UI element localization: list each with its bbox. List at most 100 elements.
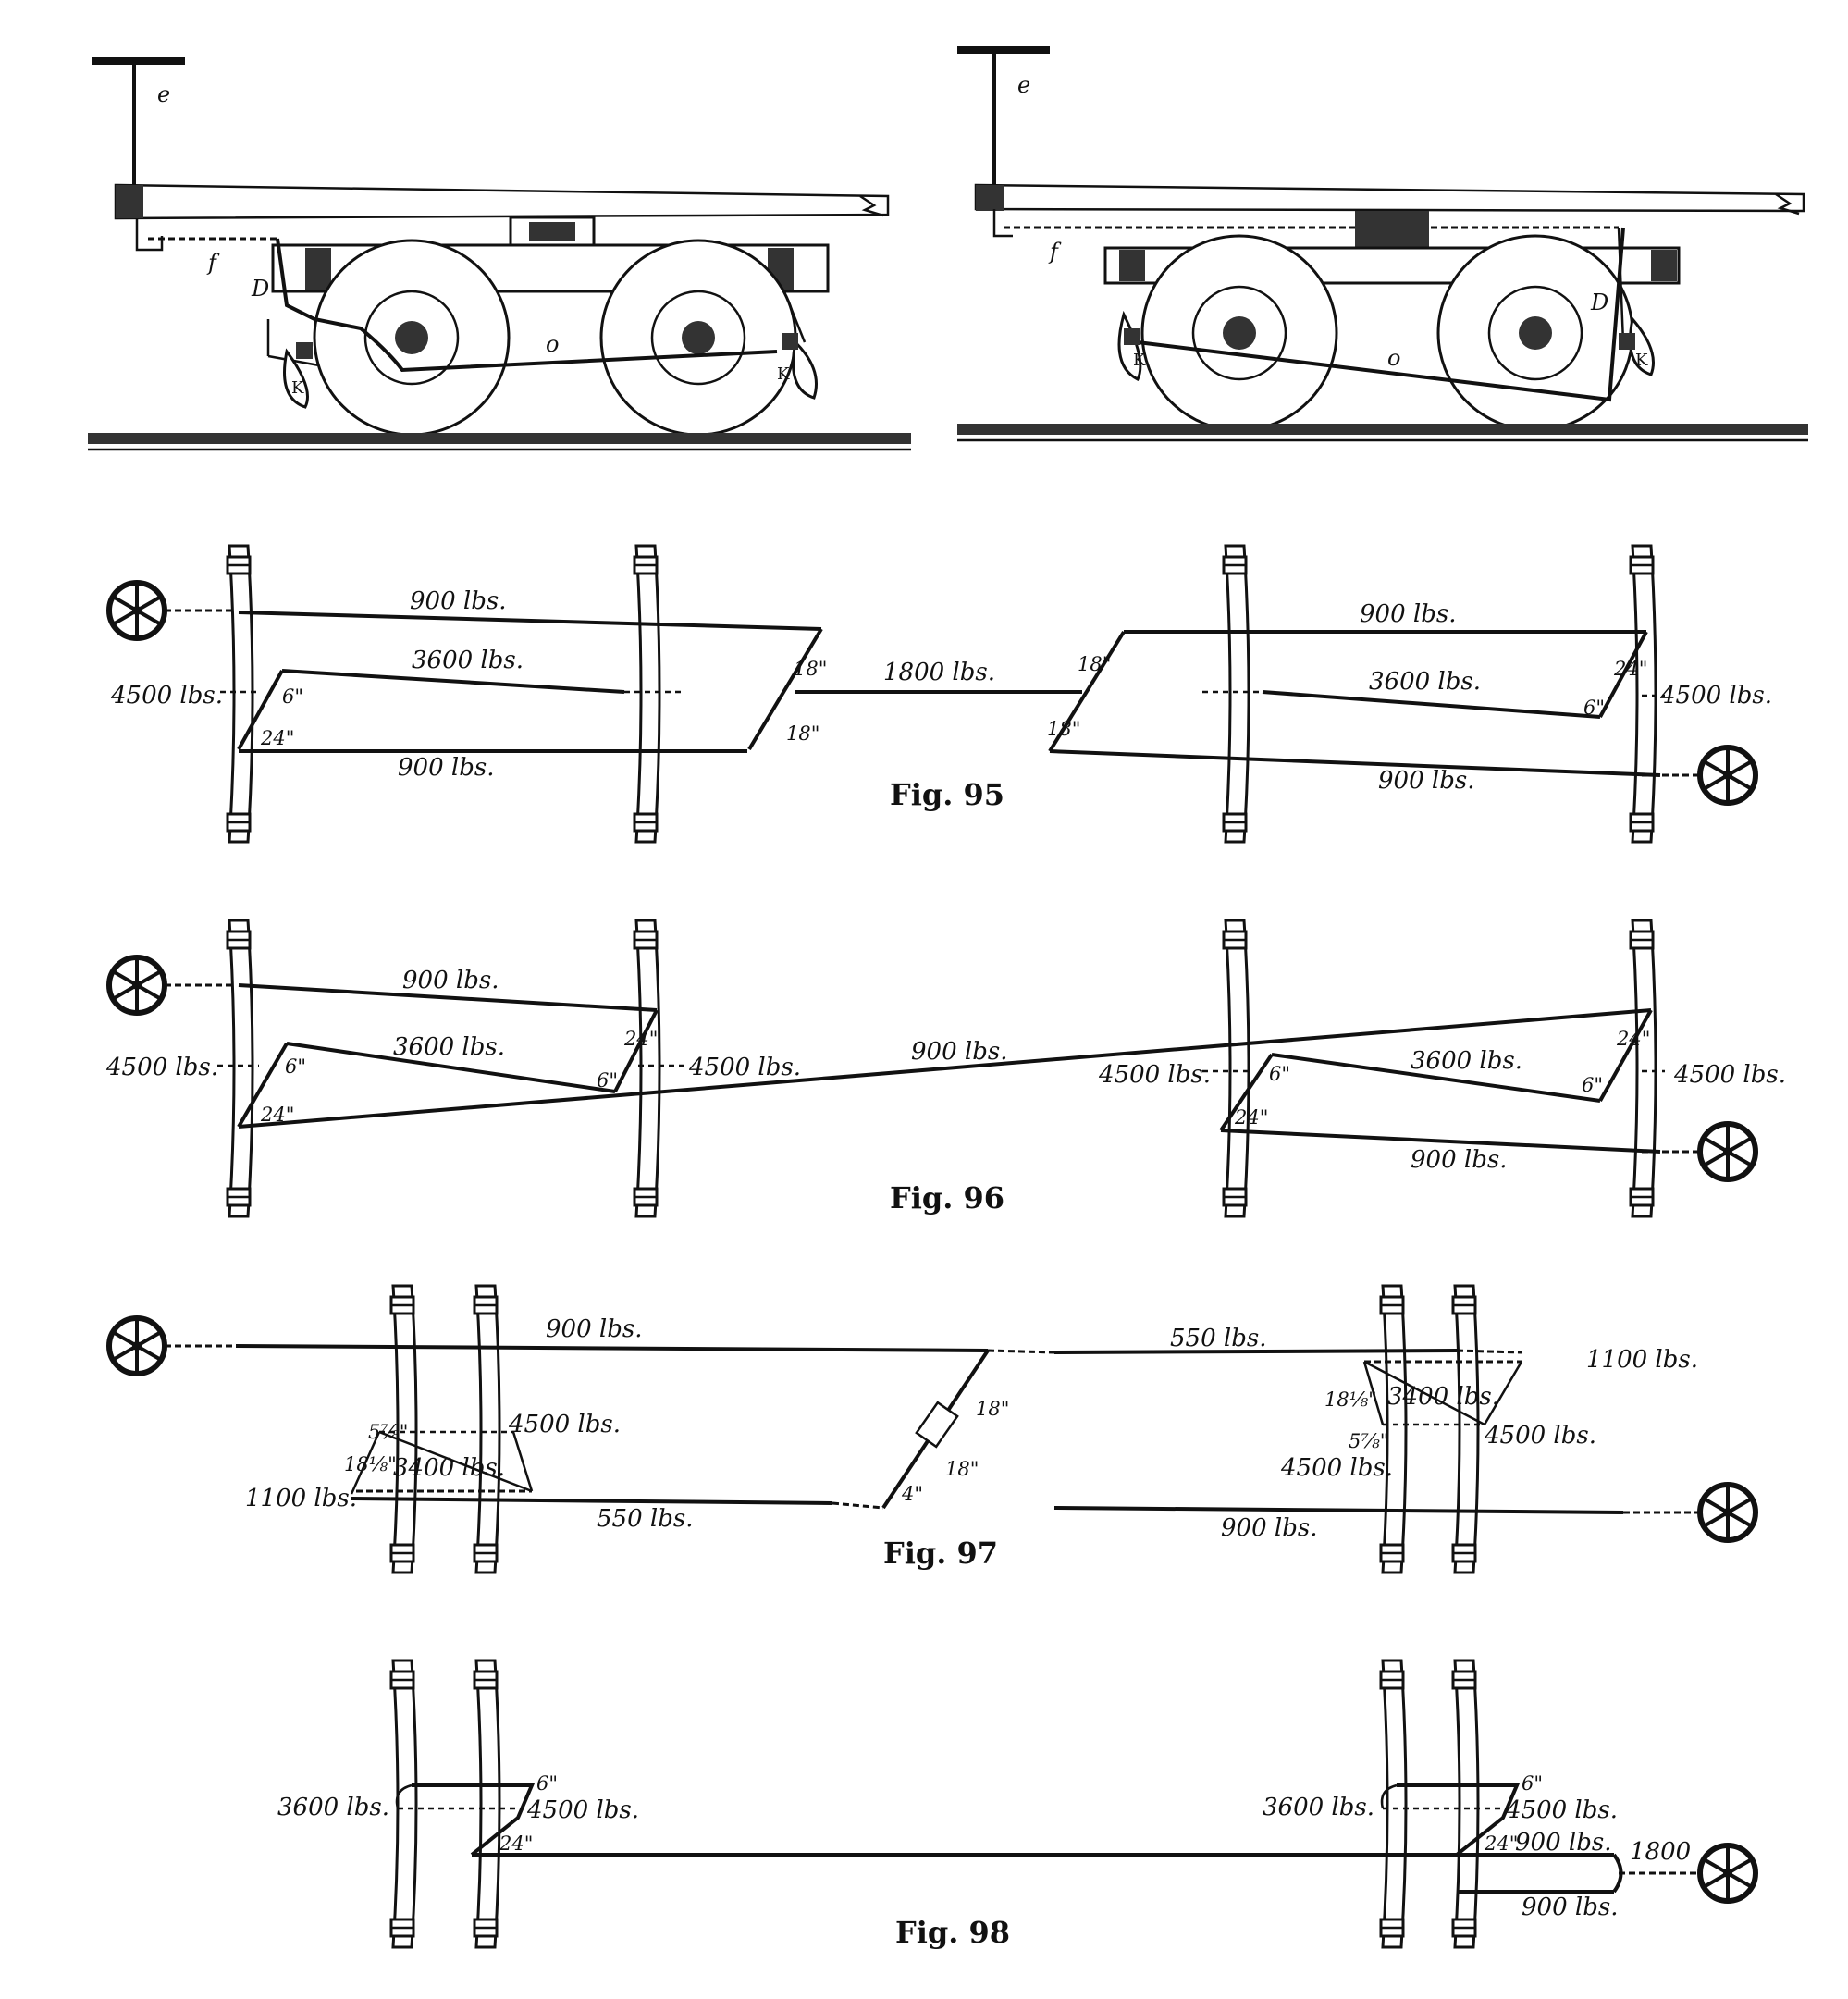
brake-wheel-icon xyxy=(1700,1485,1756,1540)
brake-handwheel xyxy=(957,46,1050,54)
label-1100-lbs: 1100 lbs. xyxy=(1586,1346,1698,1374)
label-900-lbs: 900 lbs. xyxy=(546,1315,642,1343)
dim-6: 6" xyxy=(1269,1063,1290,1085)
dim-6: 6" xyxy=(282,685,303,708)
letter-k-2: K xyxy=(1635,351,1648,370)
label-900-lbs: 900 lbs. xyxy=(398,754,494,782)
letter-o: o xyxy=(1387,345,1400,371)
dim-5-7-8: 5⅞" xyxy=(368,1421,408,1443)
letter-e: e xyxy=(1017,72,1030,98)
label-550-lbs: 550 lbs. xyxy=(597,1505,693,1533)
truck-wheel-2 xyxy=(599,239,797,437)
axle-3 xyxy=(1379,1659,1408,1949)
label-4500-lbs: 4500 lbs. xyxy=(1659,682,1772,710)
label-900-lbs: 900 lbs. xyxy=(1411,1146,1507,1174)
figure-caption: Fig. 98 xyxy=(895,1915,1010,1950)
label-550-lbs: 550 lbs. xyxy=(1170,1325,1266,1352)
dim-24: 24" xyxy=(1234,1106,1268,1129)
brake-wheel-icon xyxy=(109,957,165,1013)
axle-2 xyxy=(633,544,661,844)
dim-6: 6" xyxy=(536,1772,558,1795)
label-3600-lbs: 3600 lbs. xyxy=(393,1033,505,1061)
label-1800: 1800 xyxy=(1630,1838,1691,1866)
label-4500-lbs: 4500 lbs. xyxy=(1505,1796,1618,1824)
label-900-lbs: 900 lbs. xyxy=(1522,1894,1618,1921)
brake-wheel-icon xyxy=(1700,1124,1756,1179)
label-3400-lbs: 3400 lbs. xyxy=(393,1454,505,1482)
axle-1 xyxy=(226,544,254,844)
letter-o: o xyxy=(546,331,559,357)
dim-4: 4" xyxy=(901,1483,923,1505)
letter-k-1: K xyxy=(1133,351,1146,370)
dim-24: 24" xyxy=(1484,1832,1518,1855)
letter-f: f xyxy=(1048,239,1062,265)
label-900-lbs: 900 lbs. xyxy=(1515,1829,1611,1857)
dim-18: 18" xyxy=(945,1458,979,1480)
truck-side-view-right: e f D o K K xyxy=(957,46,1808,442)
axle-2 xyxy=(473,1659,501,1949)
dim-18: 18" xyxy=(794,658,827,680)
label-4500-lbs: 4500 lbs. xyxy=(526,1796,639,1824)
brake-handwheel xyxy=(92,57,185,65)
label-4500-lbs: 4500 lbs. xyxy=(1673,1061,1786,1089)
label-4500-lbs: 4500 lbs. xyxy=(688,1054,801,1081)
label-4500-lbs: 4500 lbs. xyxy=(1280,1454,1393,1482)
axle-1 xyxy=(226,919,254,1218)
dim-6: 6" xyxy=(285,1055,306,1078)
label-3600-lbs: 3600 lbs. xyxy=(1369,668,1481,696)
dim-24: 24" xyxy=(499,1832,533,1855)
truck-wheel-1 xyxy=(1140,234,1338,432)
axle-1 xyxy=(389,1659,418,1949)
dim-6: 6" xyxy=(597,1069,618,1092)
axle-3 xyxy=(1379,1284,1408,1574)
label-4500-lbs: 4500 lbs. xyxy=(110,682,223,710)
fig-98: 3600 lbs. 4500 lbs. 3600 lbs. 4500 lbs. … xyxy=(277,1659,1756,1950)
label-900-lbs: 900 lbs. xyxy=(911,1038,1007,1066)
label-1800-lbs: 1800 lbs. xyxy=(883,659,995,686)
letter-k-1: K xyxy=(291,378,304,398)
figure-caption: Fig. 95 xyxy=(890,777,1004,812)
axle-3 xyxy=(1222,919,1250,1218)
label-4500-lbs: 4500 lbs. xyxy=(1098,1061,1211,1089)
dim-18-1-8: 18⅛" xyxy=(344,1453,397,1475)
axle-2 xyxy=(633,919,661,1218)
axle-2 xyxy=(473,1284,501,1574)
dim-18: 18" xyxy=(786,722,819,745)
label-3400-lbs: 3400 lbs. xyxy=(1387,1383,1499,1411)
dim-18: 18" xyxy=(1078,653,1111,675)
figure-caption: Fig. 97 xyxy=(883,1536,998,1571)
car-floor xyxy=(114,183,890,220)
label-900-lbs: 900 lbs. xyxy=(1221,1514,1317,1542)
axle-3 xyxy=(1222,544,1250,844)
axle-4 xyxy=(1629,544,1657,844)
dim-24: 24" xyxy=(1613,658,1647,680)
fig-95: 900 lbs. 3600 lbs. 4500 lbs. 900 lbs. 18… xyxy=(109,544,1772,844)
label-900-lbs: 900 lbs. xyxy=(410,587,506,615)
dim-24: 24" xyxy=(260,727,294,749)
label-3600-lbs: 3600 lbs. xyxy=(277,1794,389,1821)
letter-d: D xyxy=(1590,290,1608,315)
label-3600-lbs: 3600 lbs. xyxy=(1263,1794,1374,1821)
label-4500-lbs: 4500 lbs. xyxy=(508,1411,621,1438)
dim-5-7-8: 5⅞" xyxy=(1349,1430,1388,1452)
dim-6: 6" xyxy=(1583,697,1605,719)
axle-4 xyxy=(1629,919,1657,1218)
truck-wheel-2 xyxy=(1436,234,1634,432)
label-900-lbs: 900 lbs. xyxy=(1360,600,1456,628)
dim-18: 18" xyxy=(1047,718,1080,740)
fig-96: 900 lbs. 3600 lbs. 4500 lbs. 4500 lbs. 9… xyxy=(105,919,1786,1218)
truck-side-view-left: e f D o K xyxy=(88,57,911,451)
letter-k-2: K xyxy=(777,364,790,384)
label-1100-lbs: 1100 lbs. xyxy=(245,1485,357,1512)
label-3600-lbs: 3600 lbs. xyxy=(1411,1047,1522,1075)
axle-4 xyxy=(1451,1284,1480,1574)
brake-wheel-icon xyxy=(109,1318,165,1374)
fig-97: 900 lbs. 550 lbs. 1100 lbs. 4500 lbs. 34… xyxy=(109,1284,1756,1574)
brake-wheel-icon xyxy=(1700,1845,1756,1901)
brake-wheel-icon xyxy=(109,583,165,638)
label-4500-lbs: 4500 lbs. xyxy=(1484,1422,1596,1450)
axle-4 xyxy=(1451,1659,1480,1949)
dim-24: 24" xyxy=(623,1028,658,1050)
label-900-lbs: 900 lbs. xyxy=(1378,767,1474,795)
